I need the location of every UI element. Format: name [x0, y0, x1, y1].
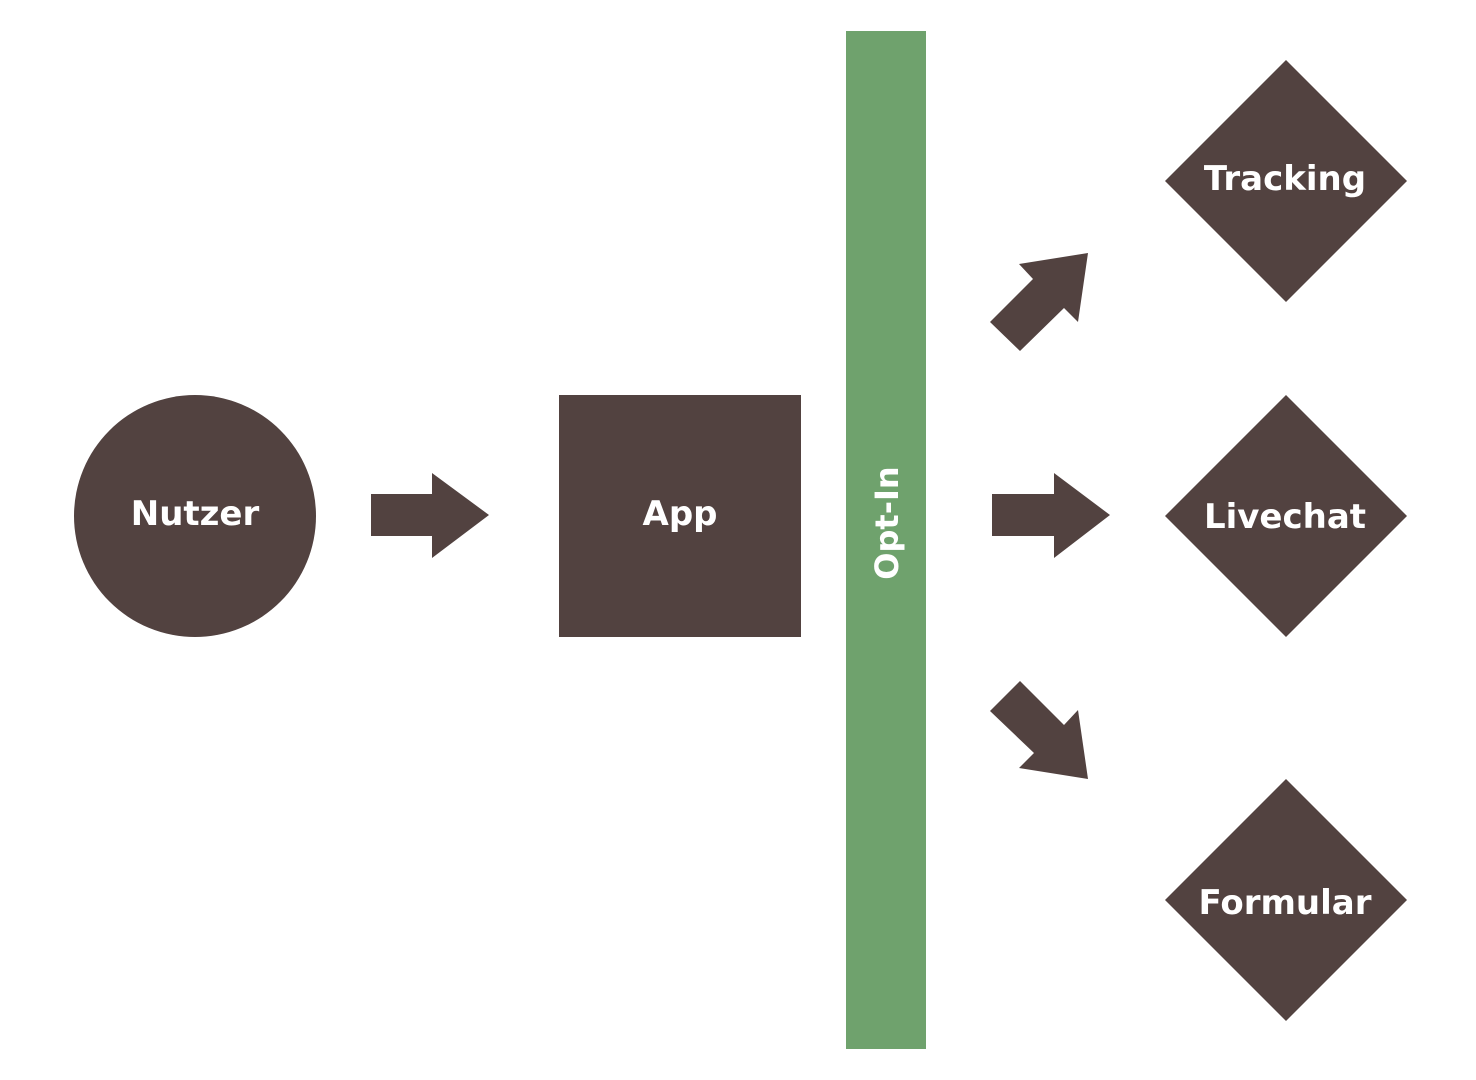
opt-in-barrier: Opt-In: [846, 31, 926, 1049]
livechat-label: Livechat: [1204, 497, 1366, 537]
form-diamond: [1165, 779, 1407, 1021]
opt-in-bar: [846, 31, 926, 1049]
form-label: Formular: [1199, 883, 1372, 923]
livechat-node: Livechat: [1165, 395, 1407, 637]
user-circle: [74, 395, 316, 637]
livechat-diamond: [1165, 395, 1407, 637]
form-node: Formular: [1165, 779, 1407, 1021]
arrow-down-right-icon: [990, 681, 1088, 779]
arrow-up-right-icon: [990, 253, 1088, 351]
user-label: Nutzer: [131, 494, 260, 534]
app-square: [559, 395, 801, 637]
arrow-right-icon: [992, 473, 1110, 558]
tracking-label: Tracking: [1204, 159, 1366, 199]
app-label: App: [643, 494, 718, 534]
tracking-node: Tracking: [1165, 60, 1407, 302]
tracking-diamond: [1165, 60, 1407, 302]
app-node: App: [559, 395, 801, 637]
user-node: Nutzer: [74, 395, 316, 637]
opt-in-label: Opt-In: [868, 466, 906, 579]
arrow-right-icon: [371, 473, 489, 558]
